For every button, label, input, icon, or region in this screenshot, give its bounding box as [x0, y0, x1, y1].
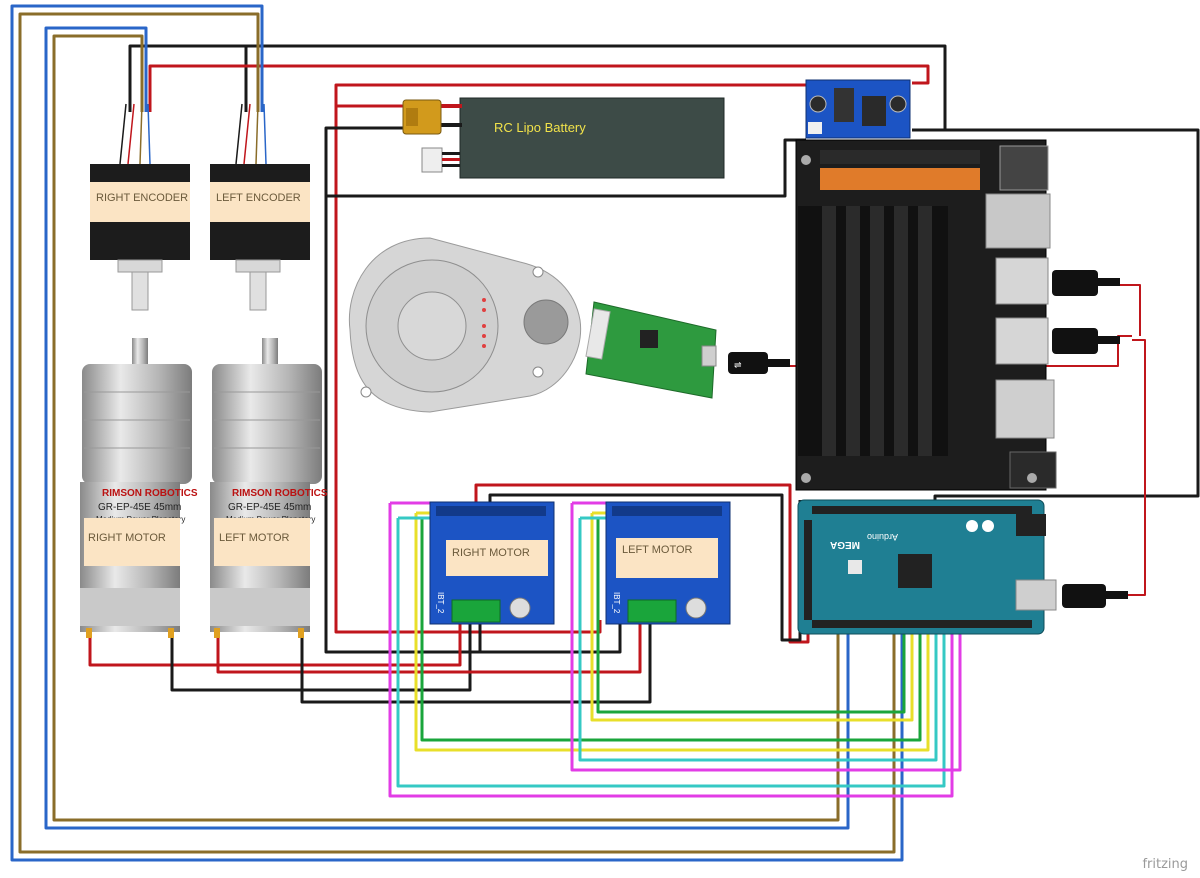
- left-driver-model: IBT_2: [612, 592, 621, 614]
- left-motor-brand: RIMSON ROBOTICS: [232, 488, 328, 499]
- encoder-wires-icon: [119, 103, 151, 165]
- svg-text:⇌: ⇌: [734, 360, 742, 370]
- battery-body: [459, 97, 725, 179]
- wire-lmotor-black: [300, 620, 652, 704]
- right-motor-label-box: [84, 518, 180, 566]
- wire-battery-red: [334, 83, 808, 108]
- wire-encoder-red: [148, 64, 930, 112]
- left-motor-model: GR-EP-45E 45mm: [228, 502, 311, 513]
- usb-plug-icon: [1062, 584, 1128, 608]
- left-motor-label: LEFT MOTOR: [219, 532, 290, 544]
- right-driver-label: RIGHT MOTOR: [452, 547, 530, 559]
- arduino-brand: Arduino: [867, 532, 898, 542]
- jetson-nano: [795, 139, 1057, 491]
- left-encoder: LEFT ENCODER: [210, 103, 310, 311]
- left-motor-label-box: [214, 518, 310, 566]
- left-driver-label-box: [616, 538, 718, 578]
- right-encoder-label-box: [90, 182, 190, 222]
- wire-blue-outer-2: [10, 4, 904, 862]
- left-encoder-label-box: [210, 182, 310, 222]
- right-motor-label: RIGHT MOTOR: [88, 532, 166, 544]
- left-encoder-label: LEFT ENCODER: [216, 192, 301, 204]
- wire-lmotor-red: [216, 620, 642, 674]
- left-driver-label: LEFT MOTOR: [622, 544, 693, 556]
- wire-cyan-2: [578, 518, 938, 762]
- lidar-icon: [348, 237, 582, 413]
- wire-yellow-2: [590, 513, 914, 722]
- left-motor-driver: LEFT MOTOR IBT_2: [605, 501, 731, 625]
- arduino-mega: Arduino MEGA: [797, 499, 1057, 635]
- right-encoder-label: RIGHT ENCODER: [96, 192, 188, 204]
- right-driver-label-box: [446, 540, 548, 576]
- usb-adapter-icon: [585, 301, 717, 399]
- battery-lead-red: [440, 104, 462, 108]
- wire-black-drv: [326, 620, 482, 654]
- balance-plug-icon: [421, 147, 460, 173]
- encoder-wires-icon: [235, 103, 267, 165]
- usb-plug-icon: [1052, 328, 1120, 354]
- wire-usb-top: [1120, 284, 1141, 336]
- right-motor-driver: RIGHT MOTOR IBT_2: [429, 501, 555, 625]
- wire-red-down: [334, 106, 602, 634]
- left-motor: RIMSON ROBOTICS GR-EP-45E 45mm Medium Po…: [210, 338, 328, 638]
- right-motor-model: GR-EP-45E 45mm: [98, 502, 181, 513]
- usb-plug-icon: ⇌: [728, 352, 790, 374]
- wire-usb-arduino: [1128, 339, 1146, 596]
- wire-cyan-1: [396, 518, 946, 788]
- wire-green-2: [596, 518, 906, 714]
- buck-converter-icon: [805, 79, 911, 139]
- right-driver-model: IBT_2: [436, 592, 445, 614]
- wire-brown-outer-2: [18, 12, 896, 854]
- right-motor-brand: RIMSON ROBOTICS: [102, 488, 198, 499]
- wire-magenta-1: [388, 503, 954, 798]
- xt60-connector-icon: [402, 99, 442, 135]
- usb-plug-icon: [1052, 270, 1120, 296]
- wire-rmotor-red: [88, 620, 462, 667]
- arduino-model: MEGA: [830, 539, 860, 550]
- battery-lead-black: [440, 123, 462, 127]
- right-encoder: RIGHT ENCODER: [90, 103, 190, 311]
- right-motor: RIMSON ROBOTICS GR-EP-45E 45mm Medium Po…: [80, 338, 198, 638]
- battery[interactable]: RC Lipo Battery: [402, 97, 725, 179]
- wire-magenta-2: [570, 503, 962, 772]
- fritzing-watermark: fritzing: [1142, 857, 1188, 872]
- wire-rmotor-black: [170, 620, 472, 692]
- wire-yellow-1: [414, 513, 930, 752]
- battery-label: RC Lipo Battery: [494, 120, 586, 135]
- wire-green-1: [420, 518, 922, 742]
- wire-blue-outer: [44, 26, 850, 830]
